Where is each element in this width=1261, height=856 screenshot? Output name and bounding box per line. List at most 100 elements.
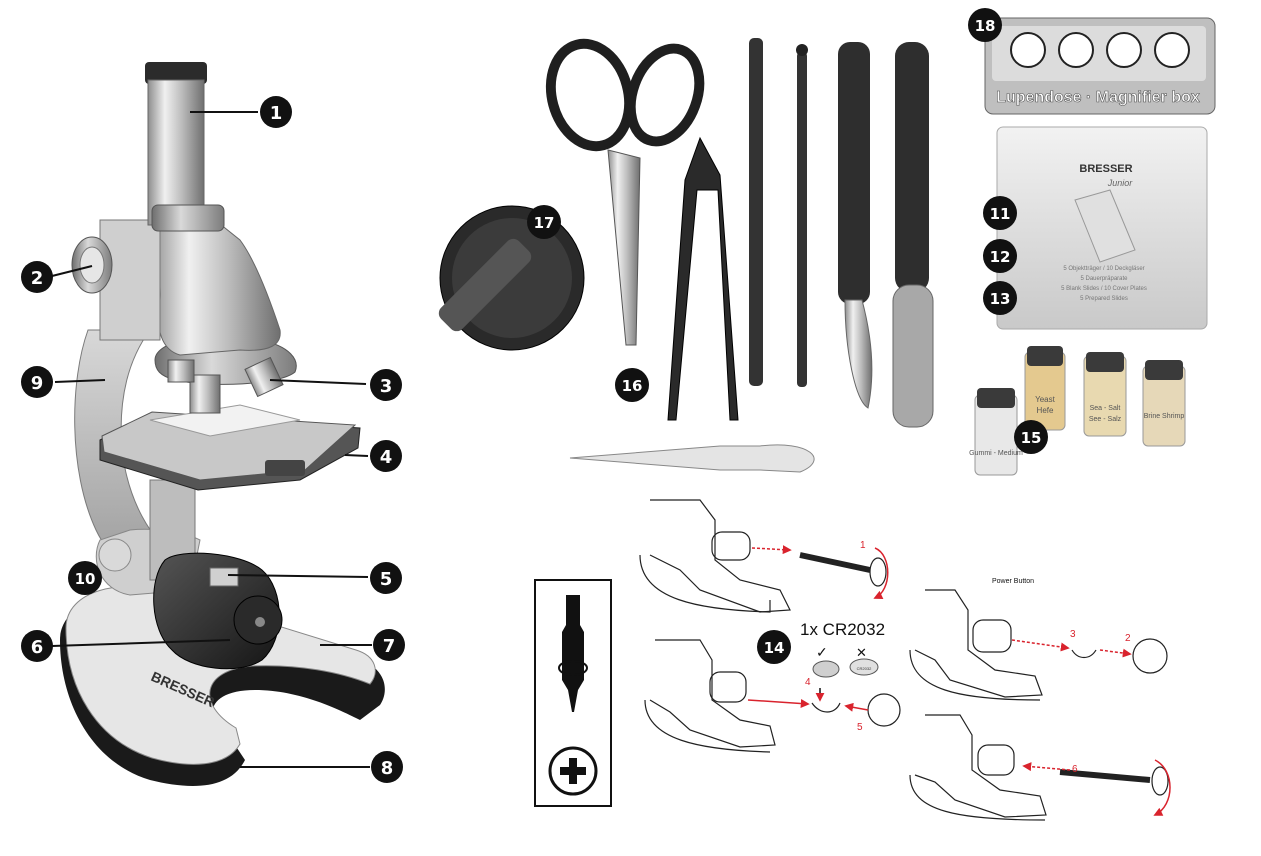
focus-wheel (265, 460, 305, 476)
bd3-step2: 2 (1125, 633, 1131, 644)
bd3-step3: 3 (1070, 629, 1076, 640)
bd2-step4: 4 (805, 677, 811, 688)
bd3-arrow-3 (1011, 639, 1070, 652)
slide-box-slides (1074, 189, 1136, 263)
bd1-screwdriver-handle (869, 557, 887, 587)
filter-disk (438, 205, 585, 351)
bd3-lamp (972, 619, 1012, 653)
badge-16: 16 (615, 368, 649, 402)
vial-3-label-a: Sea - Salt (1090, 405, 1121, 412)
magnifier-icon-1 (1010, 32, 1046, 68)
coin-cell-no (849, 658, 879, 676)
vial-2-label-b: Hefe (1037, 406, 1054, 415)
magnifier-box-text: Lupendose · Magnifier box (996, 89, 1200, 106)
svg-text:11: 11 (990, 205, 1011, 223)
focus-knob-face (79, 246, 105, 284)
vial-2-label-a: Yeast (1035, 395, 1056, 404)
magnifier-icon-3 (1106, 32, 1142, 68)
bd4-rotate-arrow (1153, 759, 1171, 816)
badge-9: 9 (21, 366, 53, 398)
svg-text:7: 7 (383, 636, 396, 657)
microscope: BRESSER (60, 62, 385, 786)
slide-box-line2: 5 Dauerpräparate (1080, 276, 1128, 282)
slide-box-sub: Junior (1107, 178, 1134, 188)
svg-text:13: 13 (990, 290, 1011, 308)
scalpel-handle (838, 42, 870, 304)
lamp-screw (255, 617, 265, 627)
bd2-lamp (709, 671, 747, 703)
bd2-base (644, 699, 771, 753)
vial-4-cap (1145, 360, 1183, 380)
coin-cell-text: CR2032 (857, 666, 872, 671)
objective-1 (189, 374, 221, 414)
bd2-arrow-4 (747, 699, 810, 709)
svg-text:9: 9 (31, 373, 44, 394)
vial-3-label-b: See - Salz (1089, 416, 1122, 423)
badge-15: 15 (1014, 420, 1048, 454)
bd1-screwdriver-shaft (799, 552, 871, 573)
screwdriver-rotate-icon (558, 660, 588, 676)
badge-14: 14 (757, 630, 791, 664)
bd4-step6: 6 (1072, 764, 1078, 775)
magnifier-box-window (992, 26, 1206, 81)
objective-3 (167, 359, 195, 383)
badge-12: 12 (983, 239, 1017, 273)
svg-text:8: 8 (381, 758, 394, 779)
bd1-base (639, 554, 771, 613)
vial-4-label: Brine Shrimp (1144, 413, 1185, 420)
scissors-ring-left (545, 38, 635, 152)
mirror-screw (98, 538, 132, 572)
slide-box: BRESSER Junior 5 Objektträger / 10 Deckg… (996, 126, 1208, 330)
battery-diagram-4 (909, 714, 1169, 821)
bd4-base (909, 774, 1046, 821)
objective-2 (244, 356, 284, 398)
badge-11: 11 (983, 196, 1017, 230)
microscope-head (149, 219, 281, 356)
badge-13: 13 (983, 281, 1017, 315)
bd1-rotate-arrow (873, 547, 889, 599)
svg-text:6: 6 (31, 637, 44, 658)
svg-text:4: 4 (380, 447, 393, 468)
slide-box-line3: 5 Blank Slides / 10 Cover Plates (1061, 286, 1147, 292)
bd3-base (909, 649, 1041, 701)
bd4-arm (914, 714, 1047, 818)
bd4-lamp (977, 744, 1015, 776)
bd2-clip (811, 702, 841, 713)
badge-10: 10 (68, 561, 102, 595)
badge-8: 8 (371, 751, 403, 783)
tweezers-body (667, 136, 739, 421)
probe-2 (797, 52, 807, 387)
battery-diagram-1 (639, 499, 887, 613)
scalpel (838, 42, 873, 409)
eyepiece-tube (147, 79, 205, 226)
bd4-screwdriver-handle (1151, 766, 1169, 796)
power-button-label: Power Button (992, 578, 1034, 585)
bd1-arrow (751, 545, 792, 555)
battery-no: ✕ (856, 645, 867, 660)
probe-1 (749, 38, 763, 386)
magnifier-box: Lupendose · Magnifier box (984, 17, 1216, 115)
svg-text:15: 15 (1021, 429, 1042, 447)
badge-2: 2 (21, 261, 53, 293)
bd2-cap (867, 693, 901, 727)
bd2-arrow-5 (844, 702, 869, 712)
badge-3: 3 (370, 369, 402, 401)
lamp-window (209, 567, 239, 587)
scissors-ring-right (625, 43, 705, 147)
scalpel-blade (844, 299, 873, 409)
vial-1-cap (977, 388, 1015, 408)
badge-6: 6 (21, 630, 53, 662)
slide-box-brand: BRESSER (1079, 163, 1132, 175)
badge-18: 18 (968, 8, 1002, 42)
bd3-clip (1071, 649, 1097, 659)
magnifier-icon-2 (1058, 32, 1094, 68)
svg-text:18: 18 (975, 17, 996, 35)
badge-17: 17 (527, 205, 561, 239)
tube-ring (151, 204, 225, 232)
battery-ok: ✓ (816, 644, 828, 660)
number-badges: 1 2 3 4 5 6 7 8 9 10 11 12 13 14 15 16 1… (21, 8, 1048, 783)
coin-cell-ok (812, 660, 840, 678)
bd4-screwdriver-shaft (1059, 769, 1151, 783)
svg-text:10: 10 (75, 570, 96, 588)
battery-diagram-3 (909, 589, 1168, 701)
